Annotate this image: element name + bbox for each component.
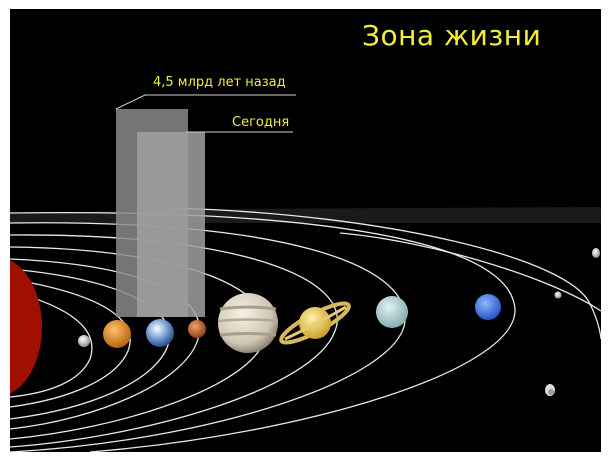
sun-icon	[10, 260, 42, 394]
past-leader-line	[115, 94, 296, 110]
uranus-icon	[376, 296, 408, 328]
sky-band	[10, 207, 601, 223]
pluto-icon	[554, 291, 562, 299]
orbit-8	[10, 212, 516, 452]
today-label: Сегодня	[232, 115, 290, 130]
distant-body-icon	[592, 248, 600, 258]
earth-icon	[146, 319, 174, 347]
saturn-icon	[279, 301, 351, 345]
mars-icon	[188, 320, 206, 338]
venus-icon	[103, 320, 131, 348]
habitable-zone-today	[137, 132, 205, 317]
orbit-9	[169, 207, 601, 340]
past-label: 4,5 млрд лет назад	[153, 75, 286, 90]
jupiter-icon	[217, 293, 279, 353]
mercury-icon	[78, 335, 90, 347]
orbit-3	[10, 268, 171, 420]
slide-title: Зона жизни	[362, 19, 542, 52]
orbit-2	[10, 278, 131, 408]
orbit-10	[339, 232, 601, 312]
neptune-icon	[475, 294, 501, 320]
solar-system-illustration	[10, 94, 601, 452]
comet-icon	[545, 384, 555, 396]
orbit-7	[10, 222, 406, 452]
slide-canvas: Зона жизни 4,5 млрд лет назад Сегодня	[10, 9, 601, 452]
